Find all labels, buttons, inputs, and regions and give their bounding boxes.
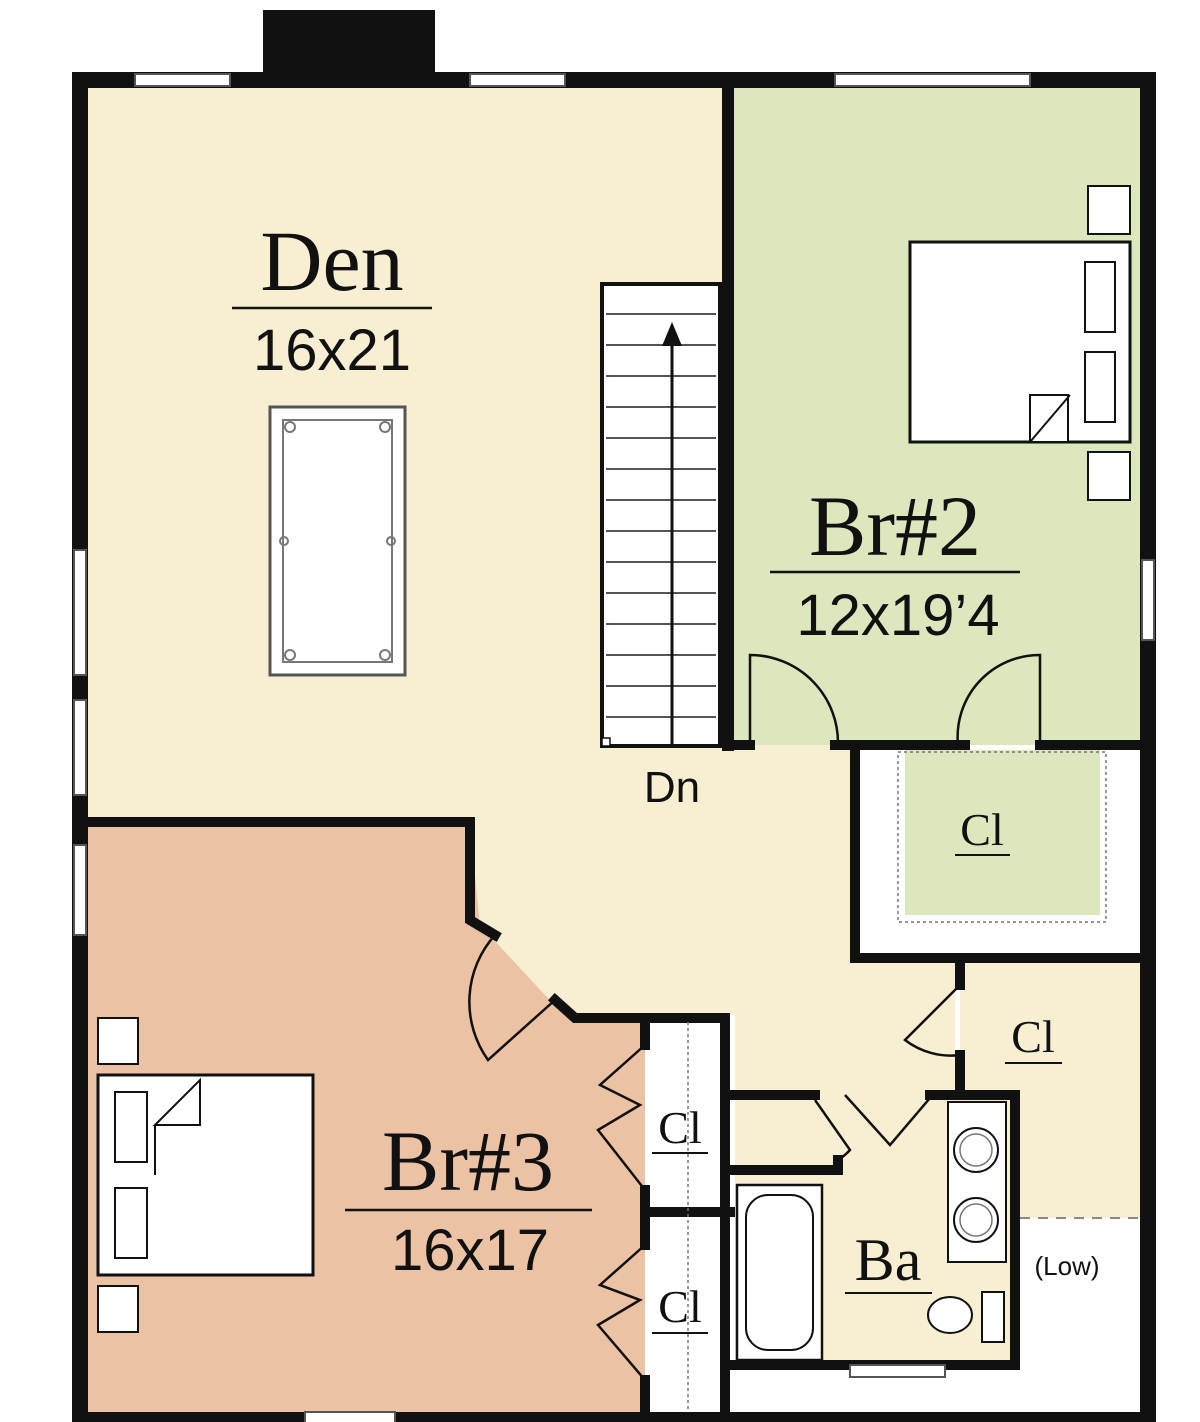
windows	[73, 73, 1155, 1422]
window-icon	[304, 1411, 396, 1422]
pool-table-icon	[268, 405, 407, 677]
wall	[725, 1155, 843, 1175]
bedroom3-name: Br#3	[382, 1113, 554, 1209]
door-swing-icon	[844, 1094, 931, 1147]
closet-hall-name: Cl	[1011, 1011, 1054, 1062]
stair-arrow-head	[662, 322, 682, 346]
window-icon	[469, 73, 566, 87]
bath-name: Ba	[855, 1227, 922, 1293]
closet-hall-label: Cl	[1005, 1011, 1062, 1064]
bedroom2-name: Br#2	[809, 478, 981, 574]
bath-label: Ba	[845, 1227, 932, 1294]
window-icon	[73, 844, 87, 936]
window-icon	[849, 1364, 946, 1378]
window-icon	[834, 73, 1031, 87]
door-swing-icon	[468, 934, 556, 1062]
window-icon	[73, 549, 87, 676]
bed-icon	[908, 240, 1132, 444]
nightstand-icon	[1087, 451, 1131, 501]
window-icon	[73, 699, 87, 796]
closet-br3-lower-name: Cl	[658, 1281, 701, 1332]
toilet-icon	[927, 1291, 1005, 1343]
window-icon	[134, 73, 231, 87]
bedroom3-size: 16x17	[391, 1218, 549, 1283]
den-floor	[88, 88, 955, 1090]
low-area-label: (Low)	[1034, 1251, 1099, 1281]
chimney-icon	[263, 10, 435, 80]
door-swing-icon	[748, 653, 1042, 746]
den-label: Den 16x21	[232, 213, 432, 383]
door-swing-icon	[813, 1099, 852, 1162]
wall	[465, 817, 502, 942]
stairs	[600, 282, 722, 748]
closet-br3-lower-label: Cl	[652, 1281, 708, 1334]
bedroom2-size: 12x19’4	[796, 583, 999, 648]
bedroom3-label: Br#3 16x17	[345, 1113, 592, 1283]
sink-icon	[947, 1101, 1007, 1263]
bed-icon	[96, 1073, 315, 1277]
den-name: Den	[260, 213, 403, 309]
low-area-floor	[1018, 1218, 1140, 1363]
closet-br3-upper-label: Cl	[652, 1102, 708, 1154]
door-swing-icon	[596, 1044, 646, 1381]
bathtub-icon	[735, 1183, 824, 1362]
closet-br2-floor	[905, 750, 1100, 915]
closet-br2-name: Cl	[960, 804, 1003, 855]
stairs-label: Dn	[644, 763, 700, 812]
window-icon	[1141, 559, 1155, 641]
closet-shelf	[897, 751, 1107, 923]
nightstand-icon	[1087, 185, 1131, 235]
closet-br3-lower-floor	[650, 1218, 720, 1408]
den-size: 16x21	[253, 318, 411, 383]
closet-br3-upper-floor	[650, 1020, 720, 1210]
nightstand-icon	[97, 1017, 139, 1065]
closet-br2-label: Cl	[955, 804, 1010, 856]
door-swing-icon	[903, 984, 961, 1057]
bedroom2-label: Br#2 12x19’4	[770, 478, 1020, 648]
closet-br3-upper-name: Cl	[658, 1102, 701, 1153]
nightstand-icon	[97, 1285, 139, 1333]
